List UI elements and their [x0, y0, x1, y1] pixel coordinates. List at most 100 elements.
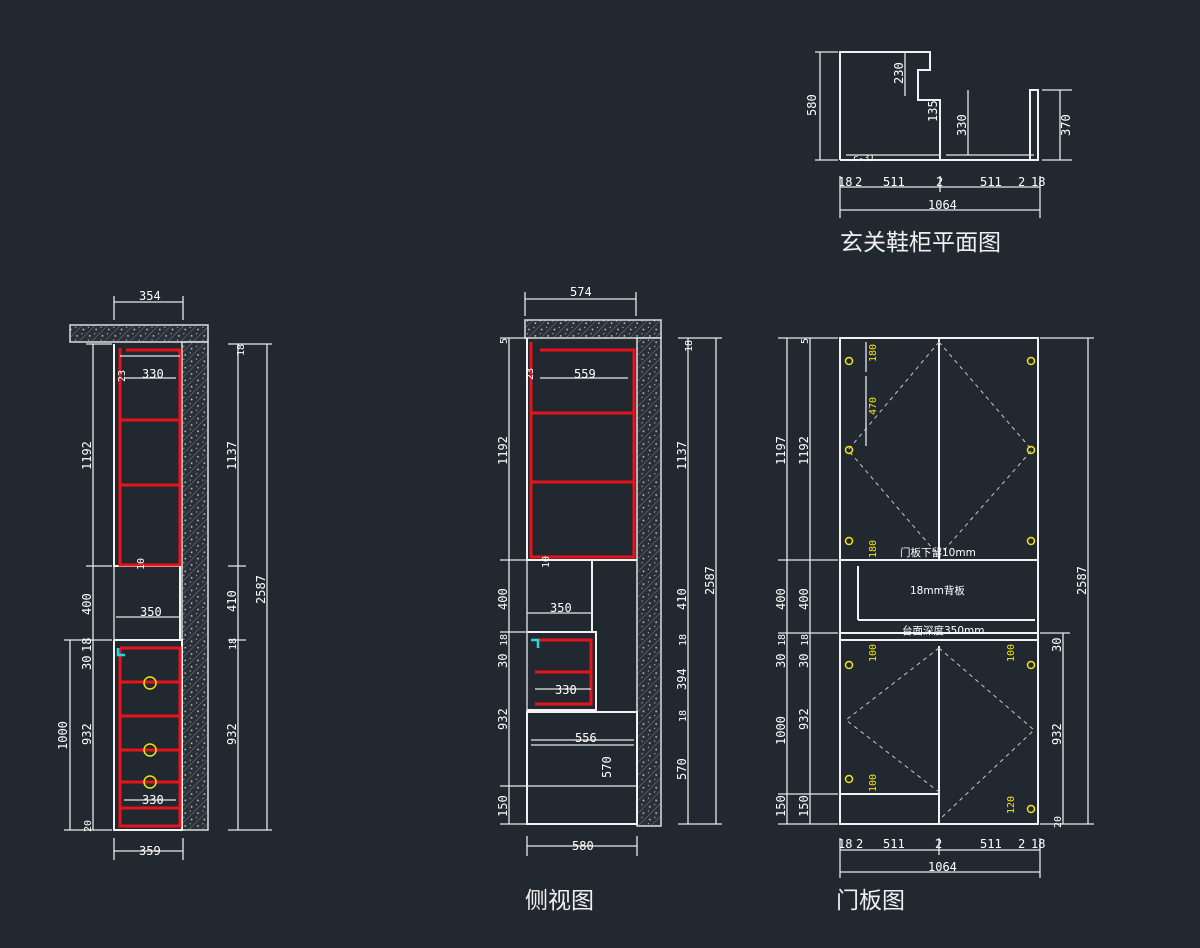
door-bottom-2c: 2: [1018, 837, 1025, 851]
side-dim-lower-inner: 330: [555, 683, 577, 697]
door-hinge-dim-100a: 100: [868, 644, 879, 662]
left-dim-top: 354: [139, 289, 161, 303]
left-wall-top: [69, 324, 209, 343]
left-rdim-1137: 1137: [225, 441, 239, 470]
door-hinge-dim-100b: 100: [1006, 644, 1017, 662]
plan-total-1064: 1064: [928, 198, 957, 212]
left-wall-side: [181, 341, 209, 831]
plan-bottom-511a: 511: [883, 175, 905, 189]
side-rdim-18: 18: [684, 340, 695, 352]
door-hinge-dim-120: 120: [1006, 796, 1017, 814]
plan-bottom-511b: 511: [980, 175, 1002, 189]
plan-bottom-18a: 18: [838, 175, 852, 189]
plan-dim-230: 230: [892, 62, 906, 84]
side-view: 574 559 350 330 556 570 580 23 10 5 1192…: [496, 285, 722, 914]
left-dim-bottom: 359: [139, 844, 161, 858]
door-rdim-2587: 2587: [1075, 566, 1089, 595]
left-dim-shelf-top: 330: [142, 367, 164, 381]
plan-dim-135: 135: [926, 100, 940, 122]
door-ldim-a-18: 18: [777, 634, 788, 646]
counter-depth-note: 台面深度350mm: [902, 624, 985, 637]
side-rdim-570: 570: [675, 758, 689, 780]
side-dim-upper-inner: 559: [574, 367, 596, 381]
side-small-a: 23: [525, 368, 536, 380]
left-ldim-18: 18: [80, 638, 94, 652]
plan-bottom-18b: 18: [1031, 175, 1045, 189]
door-hinge-dim-180a: 180: [868, 344, 879, 362]
door-gap-note: 门板下留10mm: [900, 546, 976, 559]
left-ldim-20: 20: [83, 820, 94, 832]
door-ldim-b-30: 30: [797, 654, 811, 668]
door-bottom-2a: 2: [856, 837, 863, 851]
door-ldim-a-30: 30: [774, 654, 788, 668]
door-ldim-b-400: 400: [797, 588, 811, 610]
plan-bottom-2c: 2: [1018, 175, 1025, 189]
side-ldim-30: 30: [496, 654, 510, 668]
left-section-view: 354 330 350 330 359 23 10 1192 400 30 18…: [56, 289, 272, 860]
door-ldim-b-932: 932: [797, 708, 811, 730]
plan-view: 580 230 135 330 370 c-31 18 2 511 2 511 …: [805, 51, 1073, 256]
left-rdim-18: 18: [236, 344, 247, 356]
door-ldim-a-1000: 1000: [774, 716, 788, 745]
plan-dim-370: 370: [1059, 114, 1073, 136]
left-rdim-410: 410: [225, 590, 239, 612]
left-ldim-30: 30: [80, 656, 94, 670]
left-ldim-1192: 1192: [80, 441, 94, 470]
left-small-a: 23: [117, 370, 128, 382]
left-dim-mid: 350: [140, 605, 162, 619]
side-ldim-932: 932: [496, 708, 510, 730]
door-total-1064: 1064: [928, 860, 957, 874]
side-rdim-410: 410: [675, 588, 689, 610]
plan-caption: 玄关鞋柜平面图: [840, 230, 1001, 256]
side-small-b: 10: [541, 556, 552, 568]
side-dim-counter: 556: [575, 731, 597, 745]
door-ldim-a-400: 400: [774, 588, 788, 610]
side-ldim-150: 150: [496, 795, 510, 817]
side-ldim-400: 400: [496, 588, 510, 610]
door-ldim-b-18: 18: [800, 634, 811, 646]
plan-dim-330: 330: [955, 114, 969, 136]
side-ldim-18: 18: [499, 634, 510, 646]
door-hinge-dim-100c: 100: [868, 774, 879, 792]
left-ldim-1000: 1000: [56, 721, 70, 750]
side-rdim-1137: 1137: [675, 441, 689, 470]
door-rdim-932: 932: [1050, 723, 1064, 745]
door-bottom-2b: 2: [935, 837, 942, 851]
back-panel-note: 18mm背板: [910, 584, 965, 597]
side-dim-top: 574: [570, 285, 592, 299]
door-bottom-511a: 511: [883, 837, 905, 851]
left-ldim-932: 932: [80, 723, 94, 745]
left-rdim-932: 932: [225, 723, 239, 745]
door-caption: 门板图: [836, 888, 905, 914]
door-hinge-dim-180b: 180: [868, 540, 879, 558]
plan-bottom-2b: 2: [936, 175, 943, 189]
left-rdim-18b: 18: [228, 638, 239, 650]
left-rdim-2587: 2587: [254, 575, 268, 604]
door-rdim-20: 20: [1053, 816, 1064, 828]
side-wall-side: [636, 337, 662, 827]
side-ldim-5: 5: [499, 338, 510, 344]
door-ldim-b-1192: 1192: [797, 436, 811, 465]
plan-bottom-2a: 2: [855, 175, 862, 189]
door-ldim-a-150: 150: [774, 795, 788, 817]
left-ldim-400: 400: [80, 593, 94, 615]
side-rdim-2587: 2587: [703, 566, 717, 595]
door-hinge-dim-470: 470: [868, 397, 879, 415]
left-small-b: 10: [136, 558, 147, 570]
side-dim-drawer: 570: [600, 756, 614, 778]
side-ldim-1192: 1192: [496, 436, 510, 465]
side-wall-top: [524, 319, 662, 339]
side-dim-shelf: 350: [550, 601, 572, 615]
side-rdim-18b: 18: [678, 634, 689, 646]
door-ldim-a-5: 5: [800, 338, 811, 344]
side-rdim-394: 394: [675, 668, 689, 690]
door-bottom-18b: 18: [1031, 837, 1045, 851]
plan-dim-580: 580: [805, 94, 819, 116]
door-rdim-30: 30: [1050, 638, 1064, 652]
plan-small-label: c-31: [853, 154, 875, 164]
left-dim-shelf-bottom: 330: [142, 793, 164, 807]
door-bottom-18a: 18: [838, 837, 852, 851]
side-caption: 侧视图: [525, 888, 594, 914]
side-dim-bottom: 580: [572, 839, 594, 853]
